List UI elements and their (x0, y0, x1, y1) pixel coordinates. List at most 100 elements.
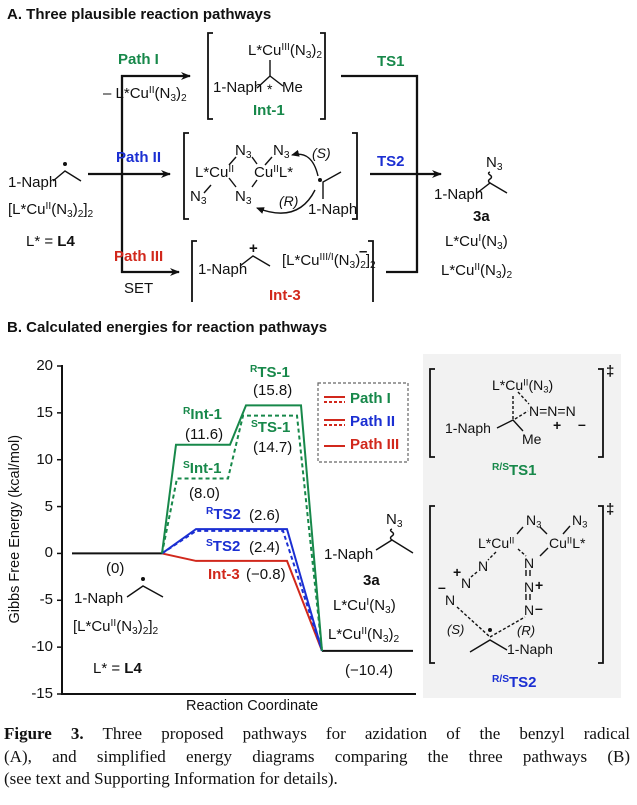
path2-n3-bottom: N3 (235, 189, 252, 207)
r-ts1-value: (15.8) (253, 382, 293, 399)
formula-text: N (386, 511, 397, 528)
ts2-structure-label: R/STS2 (492, 674, 537, 690)
subscript: 3 (582, 519, 588, 531)
subscript: 3 (245, 149, 252, 161)
formula-text: Cu (254, 164, 274, 182)
series-line-path-iii (161, 552, 323, 652)
superscript: II (45, 201, 52, 212)
superscript: R/S (492, 674, 509, 685)
ts2-n-b: N (461, 575, 472, 591)
int1-bracket-left (207, 32, 213, 120)
path2-label: Path II (116, 149, 162, 166)
formula-text: L*Cu (195, 164, 229, 182)
ts2-n-3: N (524, 602, 535, 618)
curved-arrow-s (291, 149, 319, 177)
superscript: I (366, 597, 370, 608)
path2-bracket-left (183, 132, 189, 220)
superscript: S (183, 460, 190, 471)
s-ts1-label: STS-1 (251, 419, 290, 435)
r-ts1-label: RTS-1 (250, 364, 290, 380)
path2-radical-bonds (322, 171, 342, 199)
product-energy-value: (−10.4) (345, 662, 393, 679)
superscript: II (361, 626, 368, 637)
formula-text: L* (278, 164, 294, 182)
ts2-n-1: N (524, 555, 535, 571)
legend-path1: Path I (350, 390, 391, 407)
start-radical-dot (63, 162, 67, 166)
y-tick-label: 20 (36, 357, 53, 374)
ts2-n-2-plus: + (535, 577, 544, 593)
subscript: 3 (170, 92, 177, 104)
ts2-n-c: N (445, 592, 456, 608)
subscript: 2 (152, 625, 159, 637)
start-radical-bonds (52, 170, 82, 182)
y-tick-label: 10 (36, 450, 53, 468)
ts1-me: Me (522, 431, 542, 447)
ts2-r-label: (R) (517, 623, 536, 638)
subscript: 2 (370, 259, 376, 271)
formula-text: Cu (549, 535, 567, 551)
formula-text: ) (355, 252, 361, 270)
formula-text: TS2 (212, 538, 241, 556)
formula-text: L*Cu (492, 377, 524, 393)
path1-label: Path I (118, 51, 159, 68)
subscript: 3 (382, 633, 389, 645)
transition-state-panel (423, 354, 621, 698)
ligand-name: L4 (57, 233, 75, 250)
chart-product-bonds (375, 539, 414, 554)
ts1-naph: 1-Naph (445, 420, 491, 436)
chart-byproduct-cu-ii: L*CuII(N3)2 (328, 626, 399, 645)
superscript: II (509, 535, 515, 547)
formula-text: ) (390, 597, 396, 615)
s-int1-label: SInt-1 (183, 460, 222, 478)
formula-text: Int-1 (190, 406, 223, 424)
subscript: 3 (305, 49, 312, 61)
series-line-path-i-s (161, 414, 323, 651)
path2-n3-bottom-left: N3 (190, 189, 207, 207)
formula-text: L*Cu (333, 597, 367, 615)
s-ts2-label: STS2 (206, 538, 241, 556)
formula-text: ] (365, 252, 371, 270)
ts2-s-label: (S) (447, 622, 465, 637)
formula-text: (N (154, 85, 171, 103)
subscript: 3 (245, 195, 252, 207)
formula-text: L*Cu (248, 42, 282, 60)
subscript: 3 (349, 259, 356, 271)
figure-caption: Figure 3. Three proposed pathways for az… (4, 723, 630, 791)
formula-text: Int-1 (189, 460, 222, 478)
int1-me: Me (282, 79, 303, 96)
path2-cu-left: L*CuII (195, 164, 234, 182)
formula-text: ) (502, 233, 508, 251)
product-wavy-bond (487, 171, 493, 184)
formula-text: – L*Cu (103, 85, 149, 103)
superscript: II (566, 535, 573, 547)
subscript: 3 (496, 161, 503, 173)
ts1-connector (341, 74, 419, 273)
int3-anion-minus: – (359, 243, 368, 260)
formula-text: ) (311, 42, 317, 60)
formula-text: [L*Cu (73, 618, 111, 636)
y-tick-label: -10 (31, 638, 53, 656)
ligand-name: L4 (124, 660, 142, 677)
ts1-label: TS1 (377, 53, 405, 70)
caption-line-2: (A), and simplified energy diagrams comp… (4, 746, 630, 766)
ts2-n-b-plus: + (453, 564, 462, 580)
ts1-structure-label: R/STS1 (492, 462, 537, 478)
energy-diagram (57, 365, 416, 695)
chart-product-n3: N3 (386, 512, 403, 530)
formula-text: (N (480, 262, 496, 280)
chart-start-radical-dot (141, 577, 145, 581)
curved-arrow-r (256, 189, 316, 214)
formula-text: N (235, 188, 246, 205)
superscript: III/I (319, 252, 334, 263)
r-ts2-value: (2.6) (249, 507, 280, 524)
ts2-naph: 1-Naph (507, 641, 553, 657)
subscript: 3 (385, 604, 391, 616)
chart-product-wavy-bond (389, 528, 395, 541)
subscript: 2 (77, 208, 84, 220)
int1-naph: 1-Naph (213, 79, 263, 96)
subscript: 3 (283, 149, 290, 161)
y-tick-label: 5 (44, 497, 53, 515)
int3-cation-plus: + (249, 240, 258, 257)
